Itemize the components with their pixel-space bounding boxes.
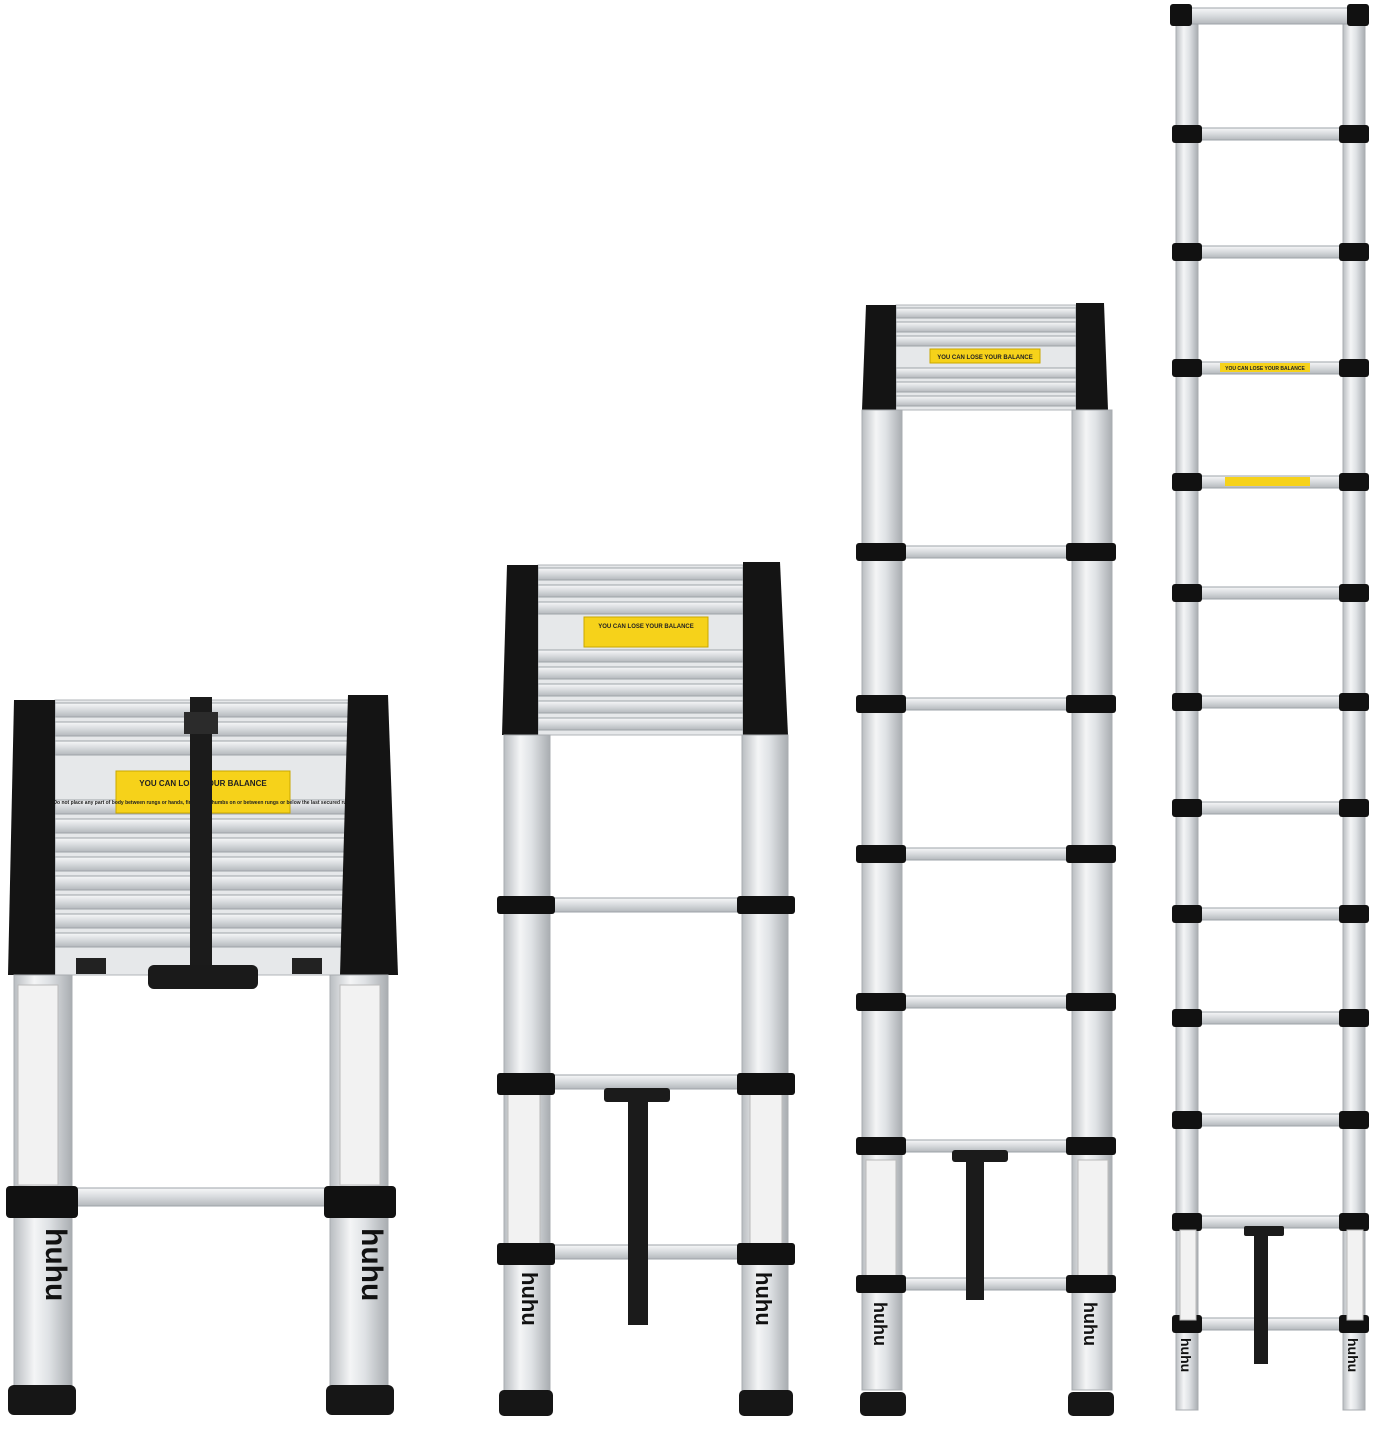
brand-logo-left: huhu — [39, 1228, 72, 1301]
ladder-collapsed: YOU CAN LOSE YOUR BALANCE Do not place a… — [6, 695, 398, 1415]
svg-text:YOU CAN LOSE YOUR BALANCE: YOU CAN LOSE YOUR BALANCE — [1225, 366, 1305, 372]
ladder-extended: YOU CAN LOSE YOUR BALANCE huhu huhu — [1170, 4, 1369, 1411]
svg-text:huhu: huhu — [870, 1302, 890, 1346]
warning-label: YOU CAN LOSE YOUR BALANCE — [1220, 363, 1310, 486]
rungs — [856, 543, 1116, 1293]
svg-text:YOU CAN LOSE YOUR BALANCE: YOU CAN LOSE YOUR BALANCE — [598, 624, 694, 630]
svg-text:huhu: huhu — [1178, 1338, 1194, 1372]
warning-label: YOU CAN LOSE YOUR BALANCE — [583, 616, 709, 648]
svg-text:YOU CAN LOSE YOUR BALANCE: YOU CAN LOSE YOUR BALANCE — [937, 355, 1033, 361]
warning-label: YOU CAN LOSE YOUR BALANCE — [929, 348, 1041, 364]
carry-handle — [148, 965, 258, 989]
svg-text:huhu: huhu — [1345, 1338, 1361, 1372]
svg-text:huhu: huhu — [517, 1272, 542, 1326]
svg-text:huhu: huhu — [751, 1272, 776, 1326]
svg-text:huhu: huhu — [1080, 1302, 1100, 1346]
ladder-medium: YOU CAN LOSE YOUR BALANCE — [856, 303, 1116, 1416]
strap — [190, 697, 212, 967]
rungs — [1172, 125, 1369, 1333]
ladder-short: YOU CAN LOSE YOUR BALANCE huhu huhu — [497, 562, 795, 1416]
brand-logo-right: huhu — [355, 1228, 388, 1301]
